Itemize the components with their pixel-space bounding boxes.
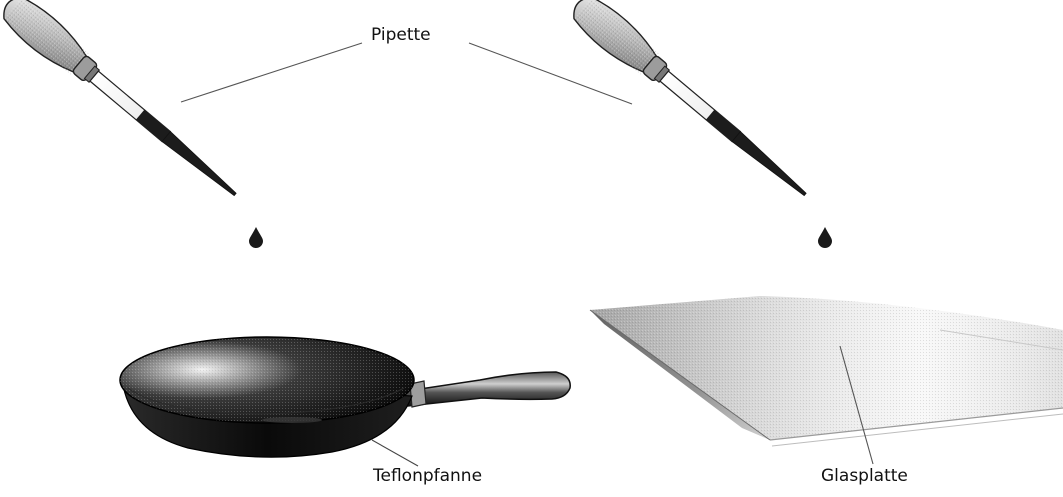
glasplatte-label: Glasplatte <box>821 466 908 486</box>
droplet-icon <box>249 227 263 248</box>
teflonpfanne-leader <box>372 440 418 466</box>
teflonpfanne-label: Teflonpfanne <box>373 466 482 486</box>
droplet-icon <box>818 227 832 248</box>
glass-plate-icon <box>590 296 1063 446</box>
pipette-icon <box>0 0 247 208</box>
pipette-icon <box>566 0 817 208</box>
frying-pan-icon <box>120 337 570 457</box>
pipette-label: Pipette <box>371 25 431 45</box>
pipette-leader-left <box>181 43 362 102</box>
